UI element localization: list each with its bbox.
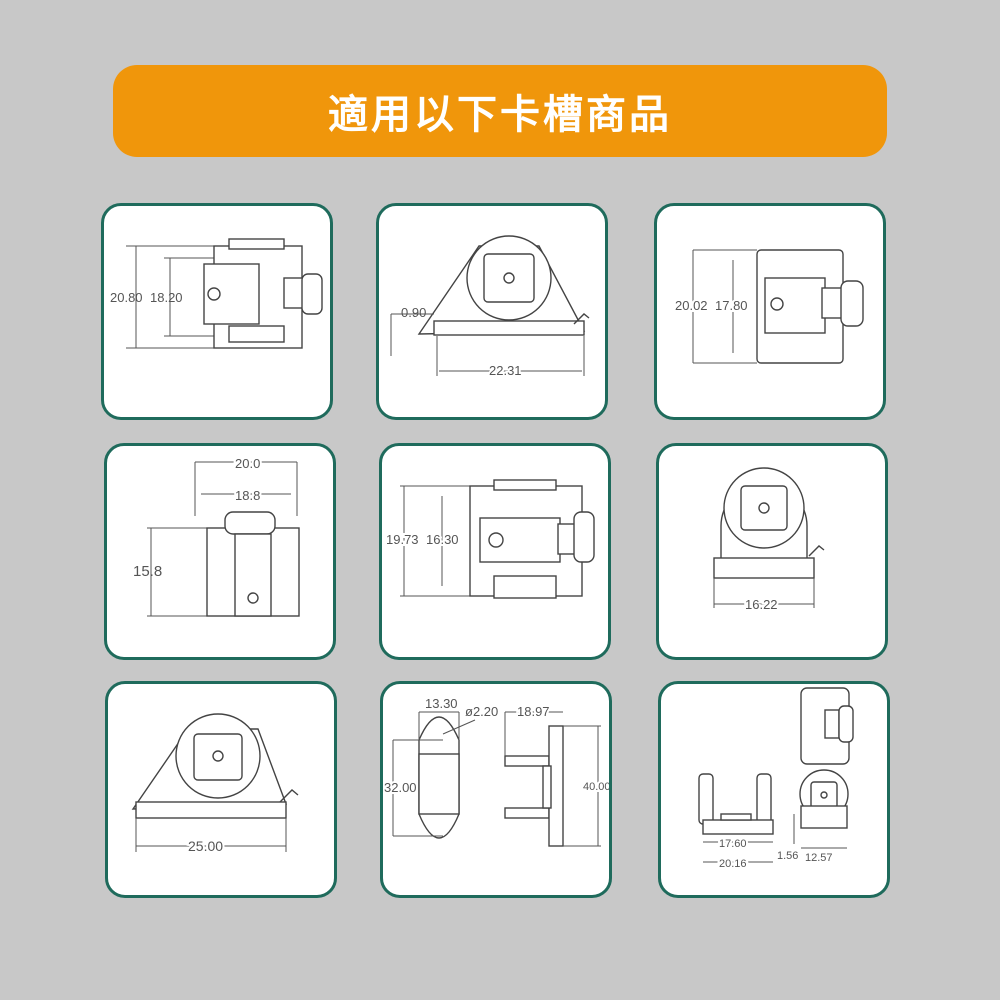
technical-drawing: 20.02 17.80 — [673, 249, 864, 364]
dimension-label: 12.57 — [805, 852, 833, 864]
drawing-card-side-view-2: 16.22 — [656, 443, 888, 660]
dimension-label: 18.97 — [517, 704, 550, 719]
dimension-label: 0.90 — [401, 305, 426, 320]
drawing-card-multi-view: 17.60 20.16 1.56 12.57 — [658, 681, 890, 898]
dimension-label: 16.22 — [745, 597, 778, 612]
dimension-label: 25.00 — [188, 838, 223, 854]
dimension-label: 17.80 — [715, 298, 748, 313]
dimension-label: 15.8 — [133, 563, 162, 580]
dimension-label: 17.60 — [719, 838, 747, 850]
drawing-card-side-view-3: 25.00 — [105, 681, 337, 898]
dimension-label: 19.73 — [386, 532, 419, 547]
dimension-label: 18.20 — [150, 290, 183, 305]
drawing-card-top-view-3: 19.73 16.30 — [379, 443, 611, 660]
dimension-label: 20.80 — [110, 290, 143, 305]
drawing-card-top-view-2: 20.02 17.80 — [654, 203, 886, 420]
drawing-card-side-view-1: 0.90 22.31 — [376, 203, 608, 420]
dimension-label: 13.30 — [425, 696, 458, 711]
technical-drawing: 13.30 ø2.20 32.00 18.97 40.00 — [383, 696, 609, 847]
banner-title: 適用以下卡槽商品 — [328, 92, 672, 138]
dimension-label: ø2.20 — [465, 704, 498, 719]
technical-drawing: 20.0 18.8 15.8 — [133, 454, 300, 617]
technical-drawing: 25.00 — [131, 713, 299, 856]
drawing-card-front-view-1: 20.0 18.8 15.8 — [104, 443, 336, 660]
dimension-label: 22.31 — [489, 363, 522, 378]
dimension-label: 18.8 — [235, 488, 260, 503]
dimension-label: 32.00 — [384, 780, 417, 795]
technical-drawing: 17.60 20.16 1.56 12.57 — [698, 687, 854, 872]
technical-drawing: 0.90 22.31 — [390, 235, 590, 380]
drawing-card-top-view-1: 20.80 18.20 — [101, 203, 333, 420]
technical-drawing: 16.22 — [713, 467, 825, 614]
technical-drawing: 19.73 16.30 — [384, 479, 595, 599]
drawing-card-front-and-side-view: 13.30 ø2.20 32.00 18.97 40.00 — [380, 681, 612, 898]
dimension-label: 40.00 — [583, 781, 609, 793]
dimension-label: 20.16 — [719, 858, 747, 870]
dimension-label: 16.30 — [426, 532, 459, 547]
dimension-label: 20.0 — [235, 456, 260, 471]
dimension-label: 1.56 — [777, 850, 798, 862]
dimension-label: 20.02 — [675, 298, 708, 313]
title-banner: 適用以下卡槽商品 — [113, 65, 887, 157]
technical-drawing: 20.80 18.20 — [110, 238, 323, 349]
